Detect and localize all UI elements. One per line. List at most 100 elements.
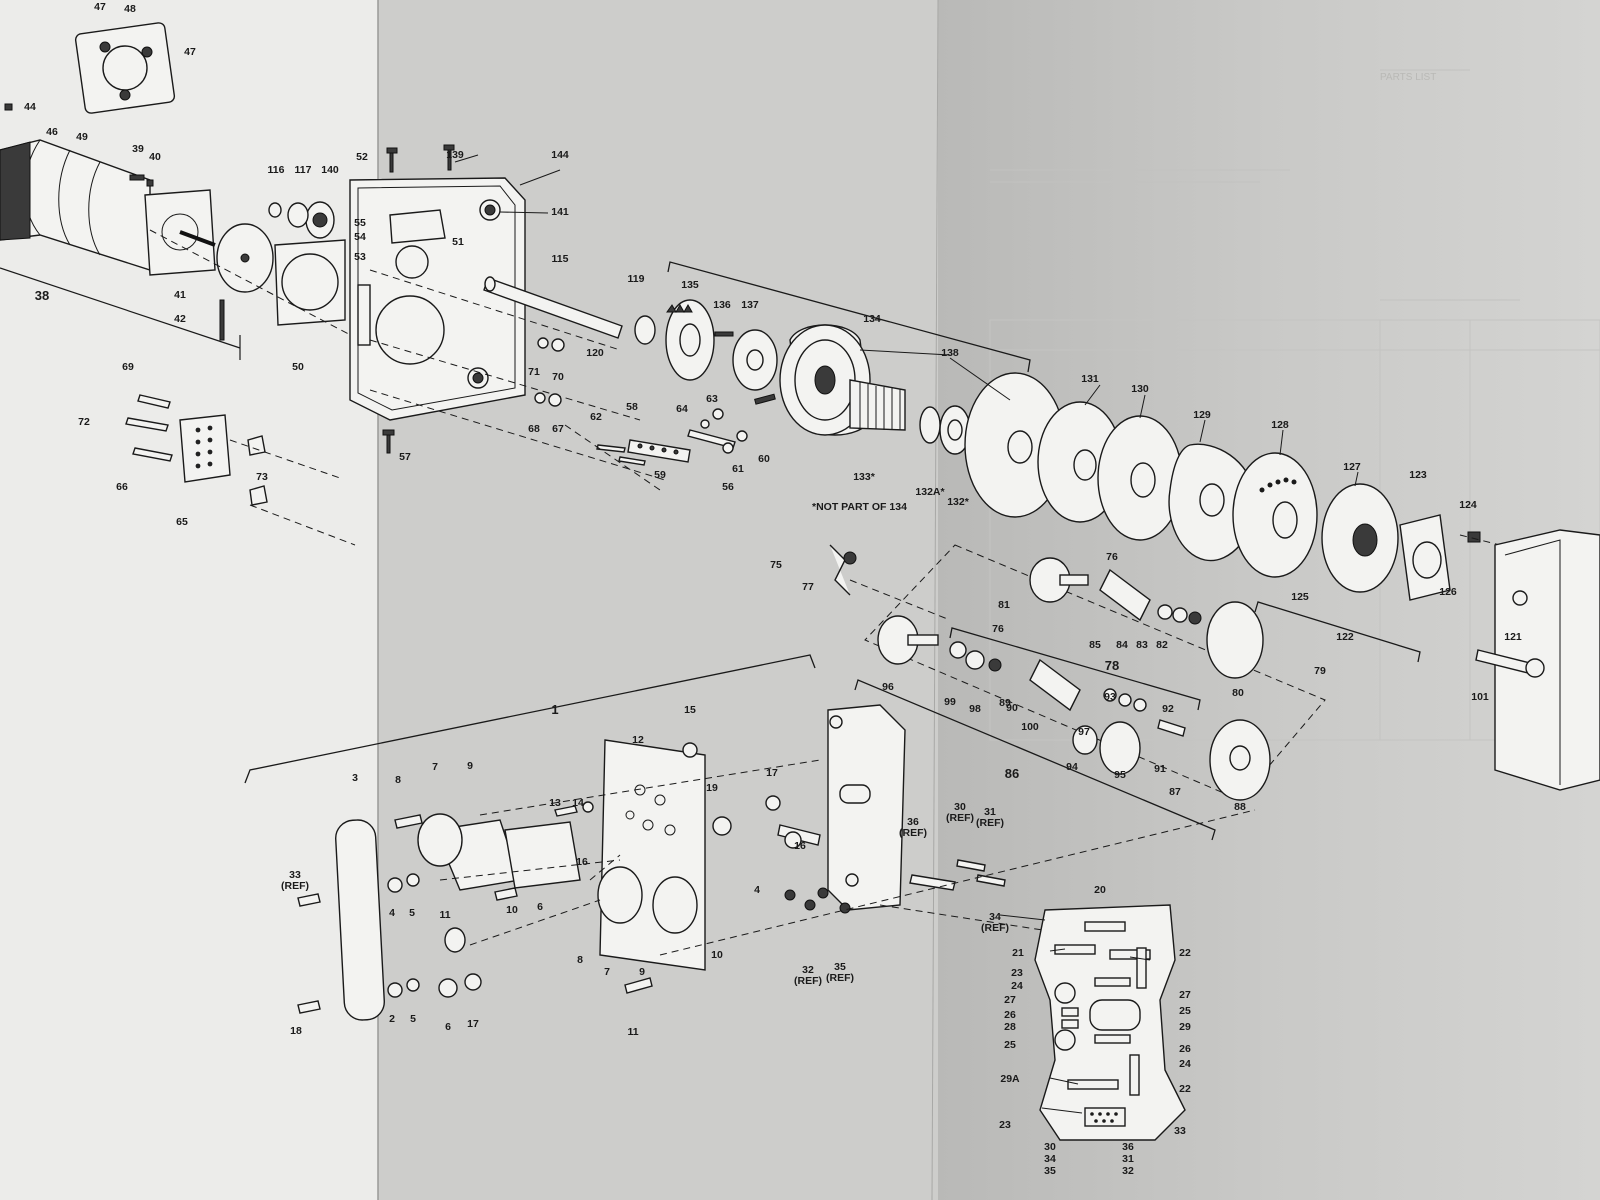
- callout-label: 7: [432, 761, 438, 773]
- callout-label: 123: [1409, 469, 1427, 481]
- callout-label: 4: [389, 907, 395, 919]
- callout-label: 62: [590, 411, 602, 423]
- callout-label: 27: [1004, 994, 1016, 1006]
- callout-label: 58: [626, 401, 638, 413]
- callout-label: 23: [999, 1119, 1011, 1131]
- shaft-and-gears: [483, 276, 971, 455]
- callout-label: 90: [1006, 702, 1018, 714]
- callout-label: 99: [944, 696, 956, 708]
- callout-label: 80: [1232, 687, 1244, 699]
- callout-label: 55: [354, 217, 366, 229]
- callout-label: 36: [1122, 1141, 1134, 1153]
- callout-label: 6: [537, 901, 543, 913]
- callout-label: 4: [754, 884, 760, 896]
- callout-label: 24: [1011, 980, 1023, 992]
- callout-label: 84: [1116, 639, 1128, 651]
- callout-label: 124: [1459, 499, 1477, 511]
- callout-label: 92: [1162, 703, 1174, 715]
- callout-label: 25: [1004, 1039, 1016, 1051]
- callout-label: 44: [24, 101, 36, 113]
- callout-label: 35: [1044, 1165, 1056, 1177]
- callout-label: 29: [1179, 1021, 1191, 1033]
- callout-label: 11: [627, 1026, 638, 1038]
- callout-label: 5: [410, 1013, 416, 1025]
- callout-label: 132*: [947, 496, 970, 508]
- callout-label: 35(REF): [826, 961, 854, 984]
- callout-label: 75: [770, 559, 782, 571]
- callout-label: 141: [551, 206, 569, 218]
- callout-label: 12: [632, 734, 644, 746]
- callout-label: 33: [1174, 1125, 1186, 1137]
- callout-label: 22: [1179, 947, 1191, 959]
- faint-parts-list: PARTS LIST: [1380, 72, 1436, 83]
- callout-label: 10: [711, 949, 723, 961]
- callout-label: 78: [1105, 658, 1119, 673]
- callout-label: 18: [290, 1025, 302, 1037]
- motor-assembly: [0, 22, 361, 360]
- callout-label: 19: [706, 782, 718, 794]
- callout-label: 40: [149, 151, 161, 163]
- callout-label: 117: [295, 164, 312, 176]
- callout-label: 30: [1044, 1141, 1056, 1153]
- callout-label: 85: [1089, 639, 1101, 651]
- callout-label: 39: [132, 143, 144, 155]
- callout-label: 129: [1193, 409, 1211, 421]
- callout-label: 30(REF): [946, 801, 974, 824]
- callout-label: 32: [1122, 1165, 1134, 1177]
- callout-label: 64: [676, 403, 688, 415]
- callout-label: 54: [354, 231, 366, 243]
- callout-label: 14: [572, 797, 584, 809]
- callout-label: 131: [1081, 373, 1099, 385]
- callout-label: 59: [654, 469, 666, 481]
- callout-label: 8: [577, 954, 583, 966]
- callout-label: 11: [439, 909, 450, 921]
- callout-label: 21: [1012, 947, 1024, 959]
- grouping-brackets: [244, 261, 1421, 841]
- callout-label: 72: [78, 416, 90, 428]
- connector-assembly: [125, 394, 356, 546]
- callout-label: 36(REF): [899, 816, 927, 839]
- callout-label: 82: [1156, 639, 1168, 651]
- circuit-assembly: [297, 704, 1256, 1021]
- callout-label: 2: [389, 1013, 395, 1025]
- callout-label: 5: [409, 907, 415, 919]
- callout-label: 27: [1179, 989, 1191, 1001]
- callout-label: 28: [1004, 1021, 1016, 1033]
- callout-label: 53: [354, 251, 366, 263]
- callout-label: 93: [1104, 691, 1116, 703]
- callout-label: 8: [395, 774, 401, 786]
- callout-label: 77: [802, 581, 814, 593]
- callout-label: 16: [794, 840, 806, 852]
- callout-label: 17: [766, 767, 778, 779]
- callout-label: 140: [321, 164, 339, 176]
- callout-label: 126: [1439, 586, 1457, 598]
- callout-label: 69: [122, 361, 134, 373]
- footnote: *NOT PART OF 134: [812, 501, 907, 513]
- callout-label: 51: [452, 236, 464, 248]
- callout-label: 9: [639, 966, 645, 978]
- callout-label: 87: [1169, 786, 1181, 798]
- callout-label: 15: [684, 704, 696, 716]
- callout-label: 115: [552, 253, 569, 265]
- callout-label: 25: [1179, 1005, 1191, 1017]
- callout-label: 119: [628, 273, 645, 285]
- callout-label: 134: [863, 313, 881, 325]
- right-page-faint-text: PARTS LIST: [989, 69, 1600, 741]
- callout-label: 20: [1094, 884, 1106, 896]
- callout-label: 94: [1066, 761, 1078, 773]
- callout-label: 95: [1114, 769, 1126, 781]
- callout-label: 38: [35, 288, 49, 303]
- callout-label: 86: [1005, 766, 1019, 781]
- callout-label: 61: [732, 463, 744, 475]
- callout-label: 16: [576, 856, 588, 868]
- terminal-strip: [534, 337, 748, 491]
- callout-label: 52: [356, 151, 368, 163]
- callout-label: 29A: [1000, 1073, 1020, 1085]
- callout-label: 66: [116, 481, 128, 493]
- callout-label: 7: [604, 966, 610, 978]
- callout-label: 49: [76, 131, 88, 143]
- callout-label: 139: [446, 149, 464, 161]
- callout-label: 47: [94, 1, 106, 13]
- callout-label: 130: [1131, 383, 1149, 395]
- leader-lines: [454, 154, 1359, 1114]
